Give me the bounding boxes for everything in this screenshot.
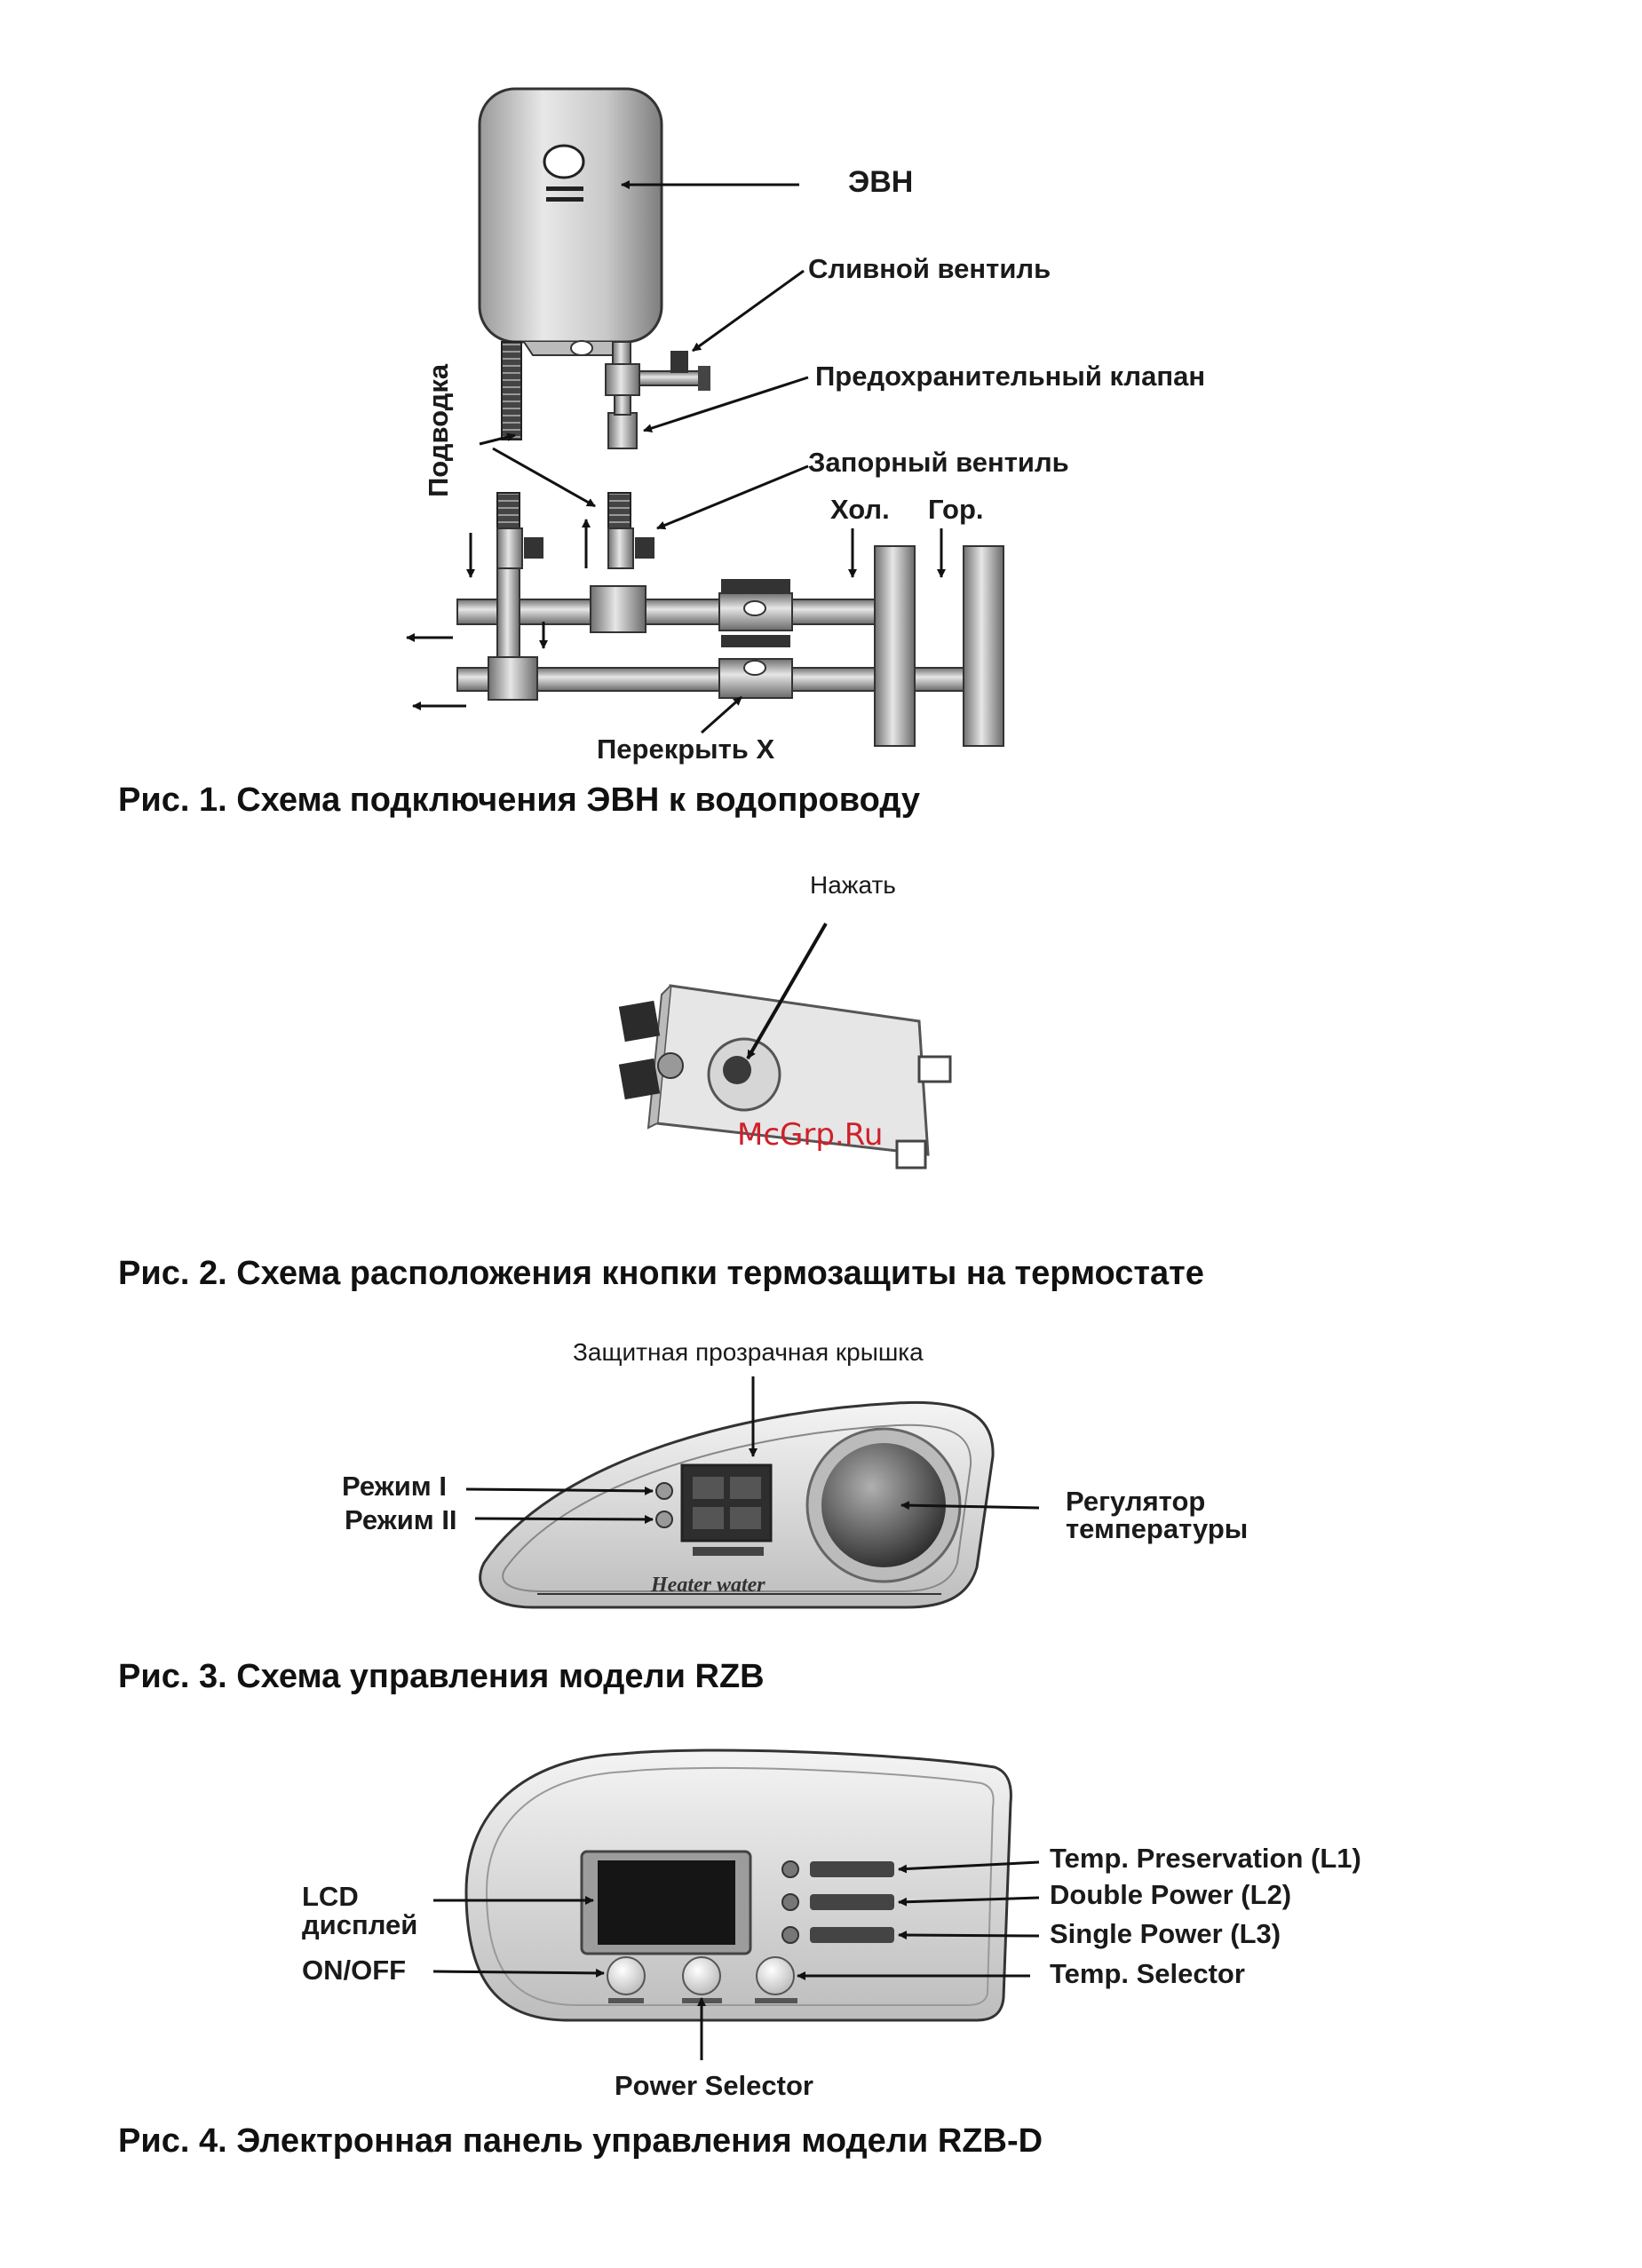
label-cover: Защитная прозрачная крышка — [573, 1338, 924, 1366]
mode2-led — [655, 1511, 673, 1528]
label-close-x: Перекрыть Х — [597, 734, 775, 765]
label-regulator-line1: Регулятор — [1066, 1486, 1206, 1517]
watermark: McGrp.Ru — [737, 1117, 884, 1153]
fig4-caption: Рис. 4. Электронная панель управления мо… — [118, 2122, 1043, 2160]
label-evn: ЭВН — [848, 165, 914, 199]
label-supply: Подводка — [423, 363, 454, 497]
label-temp-selector: Temp. Selector — [1050, 1958, 1245, 1989]
fig4-panel — [432, 1749, 1040, 2060]
temp-selector-button — [756, 1956, 795, 1995]
label-lcd-line1: LCD — [302, 1881, 359, 1912]
fig3-panel — [465, 1376, 1040, 1609]
label-power-selector: Power Selector — [615, 2070, 813, 2101]
label-drain-valve: Сливной вентиль — [808, 253, 1051, 284]
lcd-screen — [598, 1860, 735, 1945]
label-hot: Гор. — [928, 494, 984, 525]
power-selector-button — [682, 1956, 721, 1995]
temperature-regulator-knob — [821, 1443, 946, 1567]
fig1-caption: Рис. 1. Схема подключения ЭВН к водопров… — [118, 781, 921, 819]
fig1-diagram — [406, 87, 1004, 747]
label-cold: Хол. — [830, 494, 890, 525]
label-safety-valve: Предохранительный клапан — [815, 361, 1206, 392]
label-regulator-line2: температуры — [1066, 1513, 1249, 1544]
thermal-protection-button — [723, 1056, 751, 1084]
panel-text: Heater water — [651, 1574, 765, 1597]
mode1-led — [655, 1482, 673, 1500]
fig2-caption: Рис. 2. Схема расположения кнопки термоз… — [118, 1255, 1204, 1292]
label-onoff: ON/OFF — [302, 1955, 407, 1986]
label-temp-preservation: Temp. Preservation (L1) — [1050, 1843, 1361, 1874]
label-double-power: Double Power (L2) — [1050, 1879, 1292, 1910]
tank-indicator — [543, 144, 585, 179]
fig2-thermostat — [618, 922, 952, 1170]
label-single-power: Single Power (L3) — [1050, 1918, 1281, 1949]
rzb-display-window — [680, 1463, 773, 1542]
label-mode2: Режим II — [345, 1504, 457, 1535]
label-shutoff-valve: Запорный вентиль — [808, 447, 1069, 478]
fig3-caption: Рис. 3. Схема управления модели RZB — [118, 1658, 765, 1695]
water-heater-tank — [478, 87, 663, 344]
label-lcd-line2: дисплей — [302, 1909, 418, 1940]
onoff-button — [607, 1956, 646, 1995]
label-press: Нажать — [810, 871, 896, 899]
label-mode1: Режим I — [342, 1471, 447, 1502]
